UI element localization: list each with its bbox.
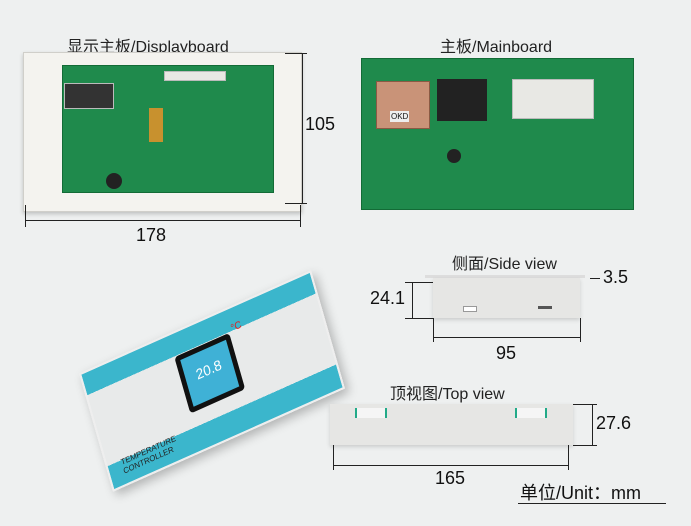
top-depth: 27.6 xyxy=(596,413,632,433)
top-view-title: 顶视图/Top view xyxy=(390,386,505,403)
controller-unit: °C xyxy=(229,319,243,335)
side-flange: 3.5 xyxy=(603,267,629,287)
side-width: 95 xyxy=(496,343,517,363)
controller-photo: 20.8 °C TEMPERATURE CONTROLLER xyxy=(79,270,345,492)
displayboard-photo xyxy=(23,52,302,212)
unit-label: 单位/Unit：mm xyxy=(520,483,641,503)
side-view-title: 侧面/Side view xyxy=(452,256,557,273)
top-width: 165 xyxy=(435,468,466,488)
mainboard-photo: OKD xyxy=(361,58,634,210)
controller-reading: 20.8 xyxy=(180,339,240,407)
side-view-photo xyxy=(425,275,585,278)
displayboard-height: 105 xyxy=(305,114,336,134)
transformer-label: OKD xyxy=(390,111,410,122)
side-height: 24.1 xyxy=(370,288,406,308)
displayboard-title: 显示主板/Displayboard xyxy=(67,39,229,56)
displayboard-width: 178 xyxy=(136,225,167,245)
mainboard-title: 主板/Mainboard xyxy=(440,39,553,56)
top-view-photo xyxy=(330,404,573,445)
